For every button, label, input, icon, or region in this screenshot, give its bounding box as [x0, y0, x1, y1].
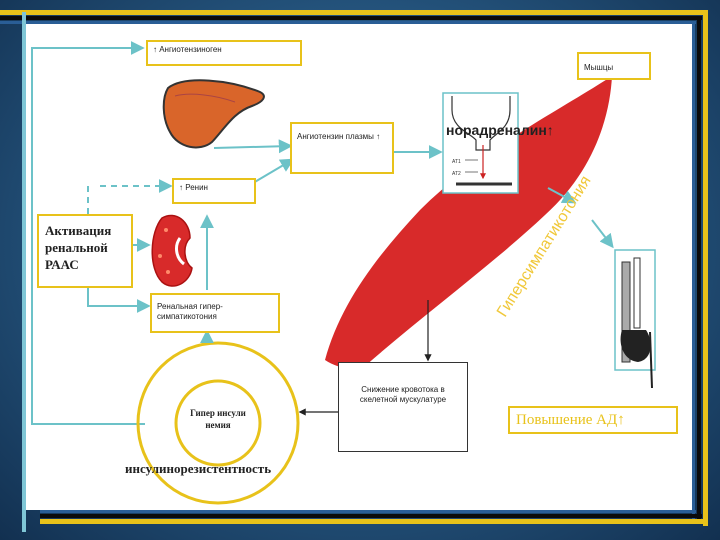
liver-icon	[162, 79, 265, 149]
receptor-label-2: AT2	[452, 171, 461, 177]
muscles-box: Мышцы	[577, 52, 651, 80]
renin-text: ↑ Ренин	[179, 183, 208, 192]
angiotensinogen-text: ↑ Ангиотензиноген	[153, 45, 222, 54]
angiotensinogen-box: ↑ Ангиотензиноген	[146, 40, 302, 66]
bp-increase-box: Повышение АД↑	[508, 406, 678, 434]
frame-right-blue-bar	[692, 21, 695, 521]
arrow-liver-to-angiotensin	[213, 139, 293, 154]
renin-box: ↑ Ренин	[172, 178, 256, 204]
frame-bottom-blue-bar	[40, 510, 696, 513]
muscle-shape	[325, 76, 612, 369]
renal-hyper-text: Ренальная гипер-симпатикотония	[157, 302, 223, 321]
insulin-resistance-label: инсулинорезистентность	[125, 461, 272, 476]
outer-ring	[136, 341, 300, 505]
blood-flow-text: Снижение кровотока в скелетной мускулату…	[359, 385, 447, 404]
activation-raas-box: Активация ренальной РААС	[37, 214, 133, 288]
synapse-icon	[442, 92, 519, 194]
arrow-hyper-to-bp	[591, 219, 614, 249]
arrow-left-to-renal-hyper	[87, 288, 151, 313]
angiotensin-plasma-box: Ангиотензин плазмы ↑	[290, 122, 394, 174]
receptor-label-1: AT1	[452, 159, 461, 165]
hyperinsulinemia-label: Гипер инсули немия	[190, 408, 246, 430]
frame-left-cyan-bar	[22, 12, 26, 532]
blood-flow-box: Снижение кровотока в скелетной мускулату…	[338, 362, 468, 452]
angiotensin-plasma-text: Ангиотензин плазмы ↑	[297, 132, 381, 141]
renal-hyper-box: Ренальная гипер-симпатикотония	[150, 293, 280, 333]
muscles-text: Мышцы	[584, 63, 614, 72]
blood-pressure-meter-icon	[614, 249, 656, 389]
frame-top-black-bar	[0, 16, 702, 20]
frame-bottom-yellow-bar	[40, 519, 708, 524]
inner-ring	[174, 379, 262, 467]
left-feedback-connector	[31, 41, 145, 425]
activation-raas-text: Активация ренальной РААС	[45, 223, 112, 272]
frame-right-yellow-bar	[703, 10, 708, 526]
frame-top-blue-bar	[0, 21, 696, 24]
noradrenaline-label: норадреналин↑	[446, 122, 554, 138]
frame-right-black-bar	[697, 16, 701, 524]
kidney-icon	[151, 214, 193, 287]
arrow-muscle-to-hyper	[547, 187, 577, 204]
bp-increase-text: Повышение АД↑	[516, 412, 625, 428]
frame-bottom-black-bar	[40, 514, 702, 518]
arrow-renin-to-angiotensin	[252, 158, 295, 184]
frame-top-yellow-bar	[0, 10, 706, 15]
